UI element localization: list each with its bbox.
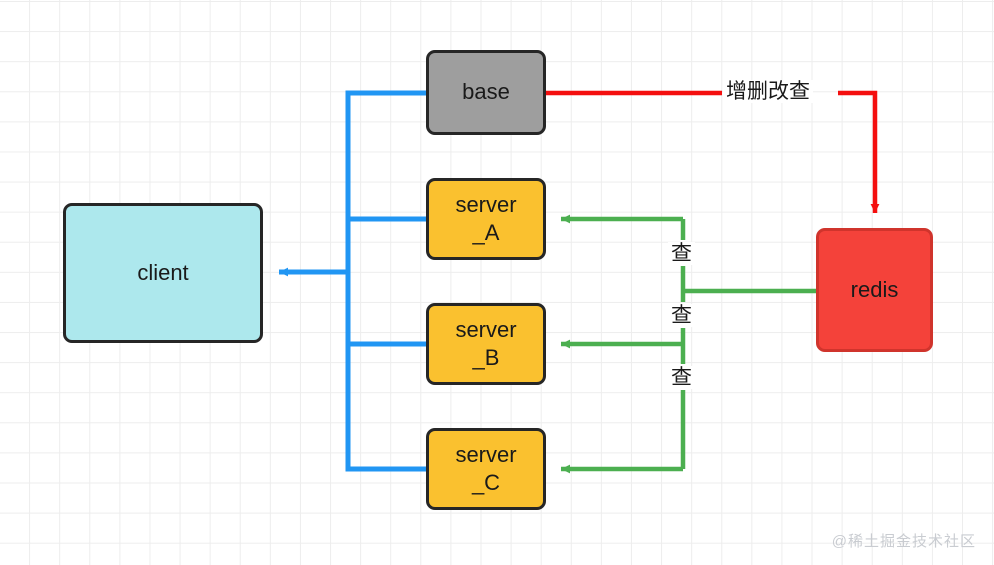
node-base[interactable]: base xyxy=(426,50,546,135)
edge-label-crud: 增删改查 xyxy=(723,80,813,104)
node-server-a[interactable]: server _A xyxy=(426,178,546,260)
node-server-c[interactable]: server _C xyxy=(426,428,546,510)
node-server-b[interactable]: server _B xyxy=(426,303,546,385)
watermark: @稀土掘金技术社区 xyxy=(831,533,976,550)
edge-label-query-server-a: 查 xyxy=(668,242,695,266)
edge-blue-bus xyxy=(279,90,426,472)
edge-red-crud xyxy=(546,90,880,213)
edge-label-query-server-b: 查 xyxy=(668,304,695,328)
node-client[interactable]: client xyxy=(63,203,263,343)
edge-green-queries xyxy=(561,214,816,474)
edge-label-query-server-c: 查 xyxy=(668,366,695,390)
node-redis[interactable]: redis xyxy=(816,228,933,352)
